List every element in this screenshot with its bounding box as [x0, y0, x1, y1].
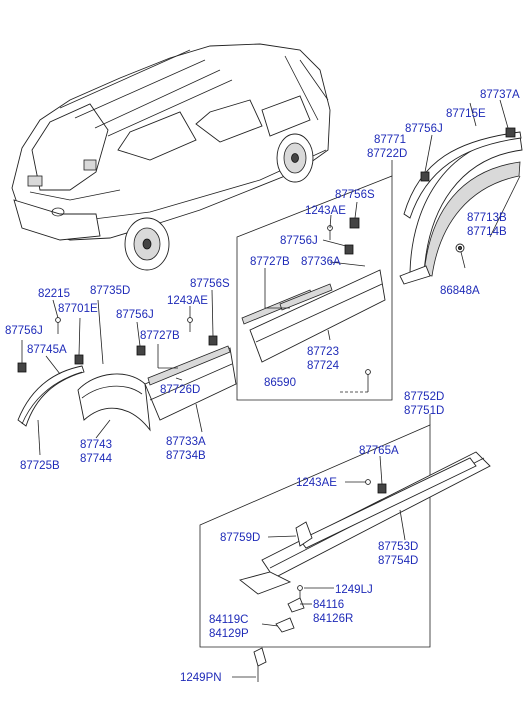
label-82215: 82215 — [38, 288, 70, 300]
label-87724: 87724 — [307, 360, 340, 372]
rear-arch-group — [17, 317, 237, 432]
label-87759D: 87759D — [220, 532, 260, 544]
side-sill-box — [199, 424, 491, 648]
label-87751D: 87751D — [404, 405, 444, 417]
label-87725B: 87725B — [20, 460, 60, 472]
label-86848A: 86848A — [440, 285, 480, 297]
label-87753D: 87753D — [378, 541, 418, 553]
label-87722D: 87722D — [367, 148, 407, 160]
label-87701E: 87701E — [58, 303, 98, 315]
label-84129P: 84129P — [209, 628, 249, 640]
label-87735D: 87735D — [90, 285, 130, 297]
label-87713B: 87713B — [467, 212, 507, 224]
label-87771: 87771 — [374, 134, 406, 146]
label-87727B: 87727B — [250, 256, 290, 268]
label-87714B: 87714B — [467, 226, 507, 238]
label-87756S: 87756S — [335, 189, 375, 201]
door-molding-box — [236, 175, 393, 401]
leader-lines — [21, 99, 521, 678]
label-87726D: 87726D — [160, 384, 200, 396]
label-86590: 86590 — [264, 377, 296, 389]
label-87723: 87723 — [307, 346, 339, 358]
label-84126R: 84126R — [313, 613, 353, 625]
label-1243AE: 1243AE — [167, 295, 208, 307]
part-labels: 87737A 87715E 87756J 87771 87722D 87756S… — [5, 89, 520, 684]
label-84116: 84116 — [313, 599, 344, 611]
label-87756J: 87756J — [116, 309, 154, 321]
label-87736A: 87736A — [301, 256, 341, 268]
label-1243AE: 1243AE — [305, 205, 346, 217]
label-87734B: 87734B — [166, 450, 206, 462]
label-1249PN: 1249PN — [180, 672, 222, 684]
vehicle-illustration — [11, 43, 331, 271]
screw-1249PN — [253, 647, 267, 682]
label-87733A: 87733A — [166, 436, 206, 448]
label-1243AE: 1243AE — [296, 477, 337, 489]
label-87743: 87743 — [80, 439, 112, 451]
label-87737A: 87737A — [480, 89, 520, 101]
label-87756J: 87756J — [280, 235, 318, 247]
front-fender-group — [399, 127, 523, 285]
label-87752D: 87752D — [404, 391, 444, 403]
label-87727B: 87727B — [140, 330, 180, 342]
label-87765A: 87765A — [359, 445, 399, 457]
label-87744: 87744 — [80, 453, 113, 465]
label-87756J: 87756J — [5, 325, 43, 337]
label-84119C: 84119C — [209, 614, 248, 626]
clip-87756J-left — [17, 362, 27, 373]
label-1249LJ: 1249LJ — [335, 584, 373, 596]
label-87756S: 87756S — [190, 278, 230, 290]
label-87754D: 87754D — [378, 555, 418, 567]
label-87745A: 87745A — [27, 344, 67, 356]
label-87756J: 87756J — [405, 123, 443, 135]
label-87715E: 87715E — [446, 108, 486, 120]
